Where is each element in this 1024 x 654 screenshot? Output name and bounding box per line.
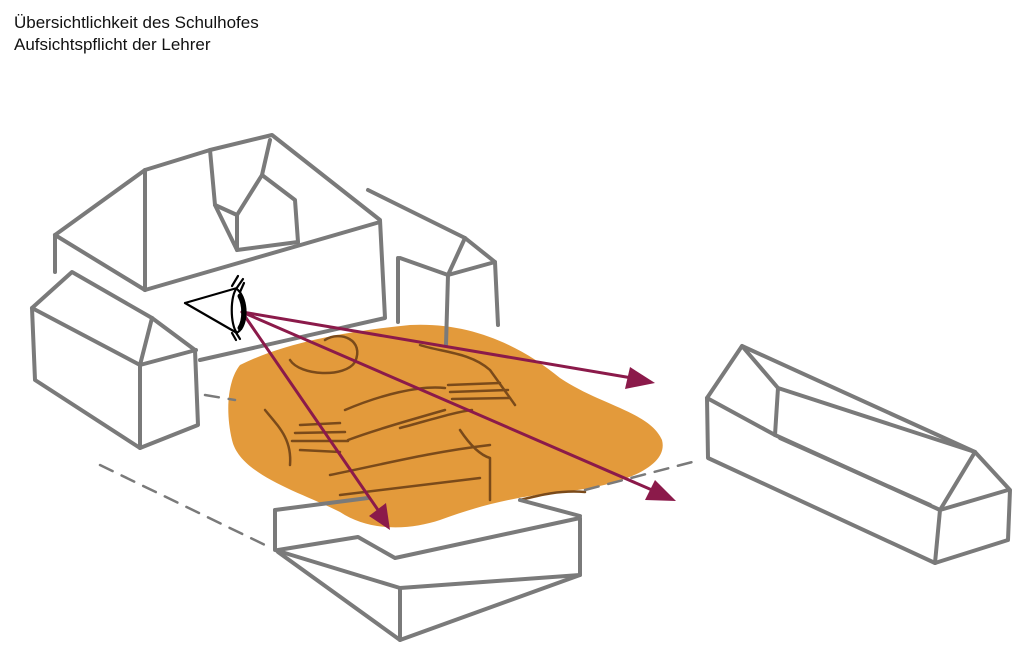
sight-line — [240, 310, 676, 501]
main-building — [53, 133, 387, 362]
left-building — [30, 270, 200, 450]
front-building — [273, 496, 582, 642]
right-building — [705, 344, 1012, 565]
sight-lines — [240, 310, 676, 530]
caption: Übersichtlichkeit des Schulhofes Aufsich… — [14, 12, 259, 56]
sight-line — [240, 310, 655, 389]
buildings — [30, 133, 1012, 642]
caption-line-2: Aufsichtspflicht der Lehrer — [14, 35, 211, 54]
sight-line — [240, 310, 390, 530]
ground-lines — [98, 393, 702, 547]
side-building — [366, 188, 500, 347]
eye-icon — [183, 274, 247, 342]
schoolyard-area — [228, 324, 663, 528]
caption-line-1: Übersichtlichkeit des Schulhofes — [14, 13, 259, 32]
